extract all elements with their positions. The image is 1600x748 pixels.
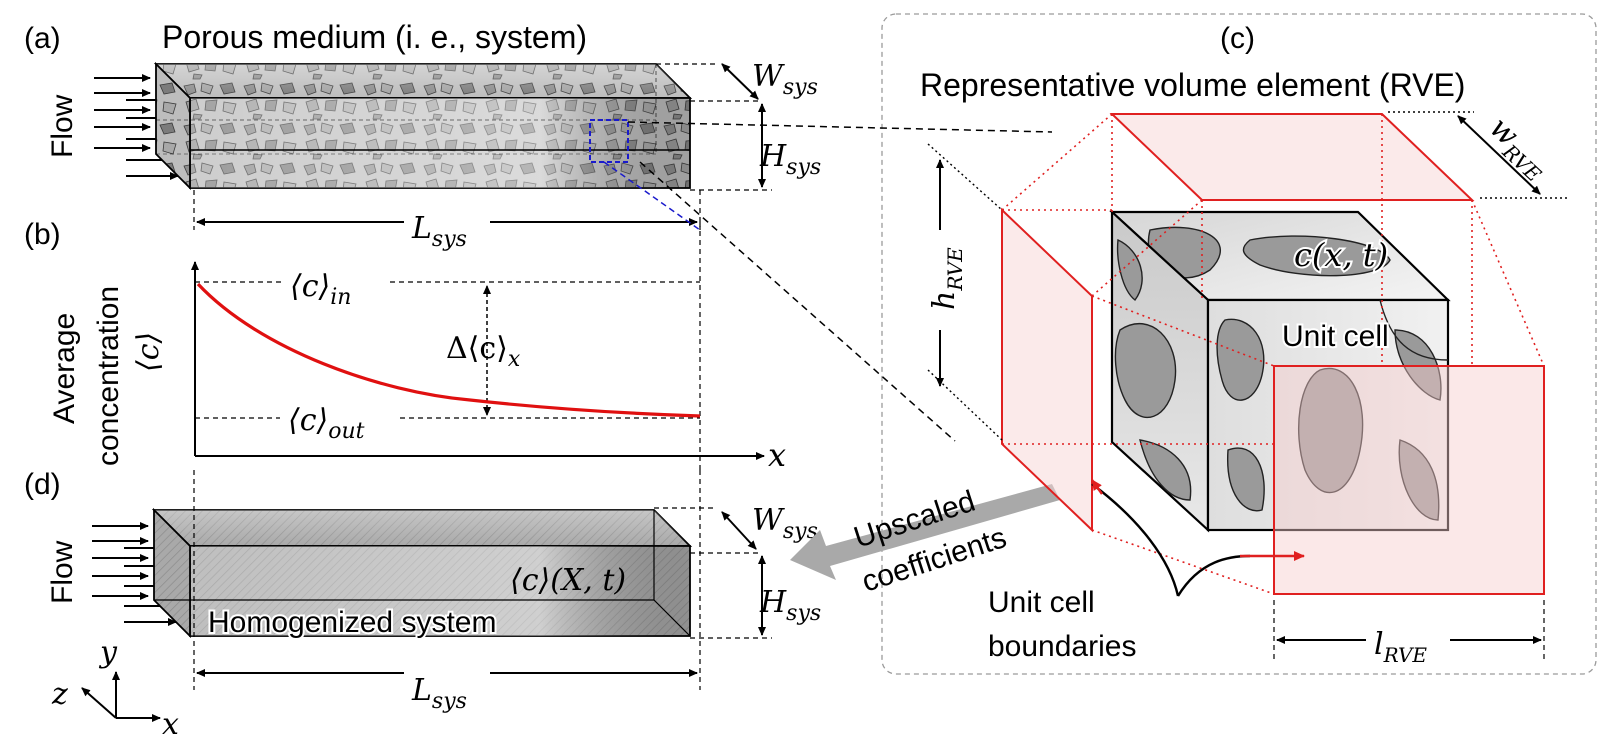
rve-marker-square: [589, 119, 629, 163]
boundaries-label-line1: Unit cell: [988, 586, 1095, 619]
rve-top-face: [1109, 113, 1475, 201]
w-sys-label-d: Wsys: [752, 503, 818, 544]
l-sys-label-a: Lsys: [411, 211, 467, 252]
panel-d-flow-arrows: [92, 522, 177, 626]
unit-cell-cube: [1109, 209, 1451, 533]
rve-dotted-edges: [1001, 113, 1545, 595]
axis-y-label: y: [98, 635, 118, 670]
coordinate-axes: [81, 671, 161, 722]
w-rve-dimension: [1457, 115, 1541, 195]
l-rve-label: lRVE: [1374, 627, 1427, 667]
panel-b: (b) Average concentration ⟨c⟩ x ⟨c⟩in ⟨c…: [24, 218, 786, 474]
boundary-pointer-curve: [1091, 483, 1180, 597]
axis-z-label: z: [51, 677, 68, 712]
panel-d-letter: (d): [24, 468, 61, 501]
rve-left-face: [1001, 207, 1093, 533]
panel-a-title: Porous medium (i. e., system): [162, 19, 587, 55]
panel-a: (a) Porous medium (i. e., system) Flow: [24, 19, 821, 252]
zoom-connector-bottom: [639, 161, 956, 442]
delta-c-label: Δ⟨c⟩x: [446, 331, 521, 372]
unit-cell-label: Unit cell: [1282, 320, 1389, 353]
w-sys-dimension-d: [721, 511, 757, 550]
rve-front-face: [1273, 365, 1545, 595]
panel-d: (d) Flow ⟨c⟩(X, t) Homogenized system: [24, 468, 821, 742]
h-rve-label: hRVE: [927, 247, 967, 310]
panel-a-title-text: Porous medium (i. e., system): [162, 19, 587, 55]
homogenized-box: [151, 507, 693, 639]
homogenized-system-label: Homogenized system: [208, 606, 496, 639]
c-out-label: ⟨c⟩out: [288, 403, 365, 444]
porous-medium-box: [153, 61, 693, 191]
field-label-c: c(x, t): [1294, 236, 1388, 274]
panel-b-ylabel-line2: concentration: [92, 286, 125, 466]
upscale-arrow: [790, 484, 1060, 580]
panel-b-letter: (b): [24, 218, 61, 251]
panel-c-title: Representative volume element (RVE): [920, 67, 1465, 103]
panel-b-ylabel-symbol: ⟨c⟩: [131, 332, 166, 372]
boundary-pointer-left: [1091, 479, 1103, 495]
c-in-label: ⟨c⟩in: [290, 269, 351, 310]
homogenized-field-label: ⟨c⟩(X, t): [510, 563, 626, 598]
l-sys-label-d: Lsys: [411, 673, 467, 714]
panel-a-flow-label: Flow: [46, 94, 79, 158]
h-sys-label-a: Hsys: [759, 139, 821, 180]
panel-b-xlabel: x: [768, 436, 786, 474]
w-sys-label-a: Wsys: [752, 59, 818, 100]
panel-c-frame: [881, 13, 1597, 675]
panel-c-letter: (c): [1220, 22, 1255, 55]
panel-b-ylabel-line1: Average: [48, 313, 81, 424]
w-sys-dimension: [721, 63, 759, 100]
axis-x-label: x: [162, 707, 179, 742]
boundaries-label-line2: boundaries: [988, 630, 1136, 663]
panel-d-flow-label: Flow: [46, 540, 79, 604]
zoom-connector-top: [627, 121, 1053, 133]
panel-c: (c) Representative volume element (RVE): [920, 22, 1570, 667]
h-sys-label-d: Hsys: [759, 585, 821, 626]
panel-a-letter: (a): [24, 22, 61, 55]
concentration-curve: [196, 282, 701, 418]
